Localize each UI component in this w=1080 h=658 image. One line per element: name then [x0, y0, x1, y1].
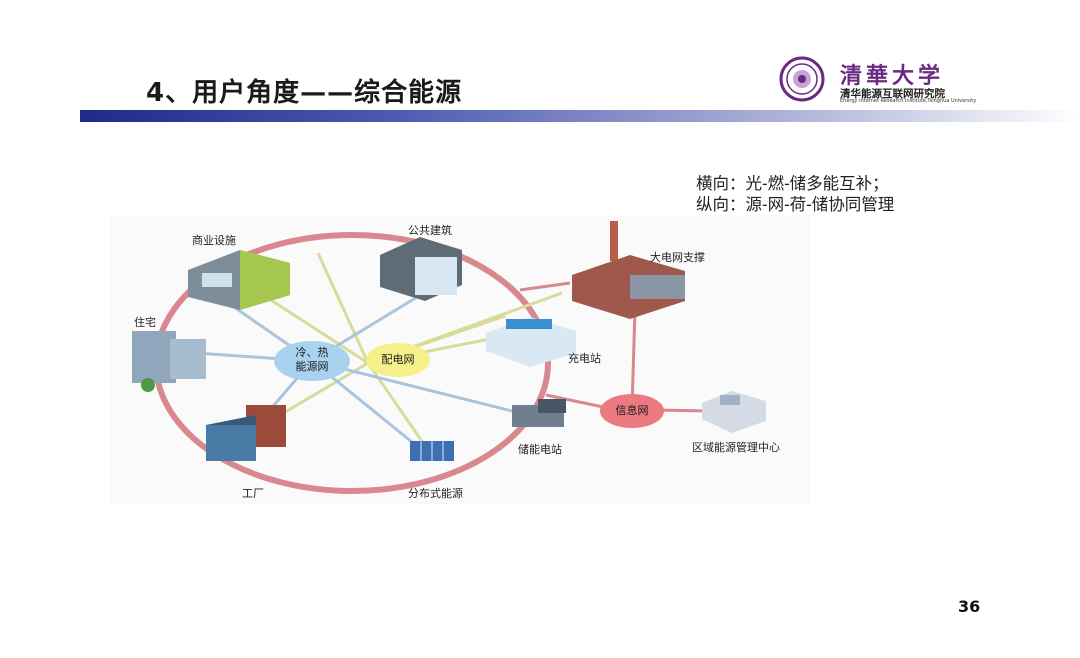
- label-distributed: 分布式能源: [408, 487, 463, 500]
- label-residential: 住宅: [134, 316, 156, 329]
- charging-station-icon: [486, 317, 576, 367]
- label-public: 公共建筑: [408, 224, 452, 237]
- public-building-icon: [380, 237, 462, 301]
- integrated-energy-diagram: 冷、热 能源网 配电网 信息网 商业设施 公共建筑 大电网支撑 住宅 充电站 储…: [110, 215, 810, 515]
- solar-panels-icon: [410, 441, 454, 461]
- distribution-hub: [366, 343, 430, 377]
- power-plant-icon: [572, 221, 685, 319]
- note-horizontal: 横向：光-燃-储多能互补；: [696, 174, 889, 193]
- label-control-center: 区域能源管理中心: [692, 441, 780, 454]
- label-commercial: 商业设施: [192, 234, 236, 247]
- hub-cooling-heating-label: 冷、热 能源网: [282, 346, 342, 374]
- information-hub: [600, 394, 664, 428]
- storage-station-icon: [512, 399, 566, 427]
- factory-icon: [206, 405, 286, 461]
- note-vertical: 纵向：源-网-荷-储协同管理: [696, 195, 895, 214]
- hub-cooling-heating-line1: 冷、热: [295, 346, 329, 359]
- label-factory: 工厂: [242, 487, 264, 500]
- residential-building-icon: [132, 331, 206, 392]
- page-number: 36: [958, 597, 981, 616]
- institute-name: 清华能源互联网研究院: [840, 88, 945, 100]
- hub-information-label: 信息网: [615, 404, 649, 417]
- institute-english-name: Energy Internet Research Institute,Tsing…: [840, 98, 977, 104]
- hub-distribution-label: 配电网: [381, 353, 415, 366]
- university-name: 清華大学: [840, 63, 945, 89]
- hub-cooling-heating-line2: 能源网: [295, 360, 329, 373]
- diagram-graphic: [110, 215, 810, 505]
- university-seal-icon: [779, 56, 825, 102]
- control-center-icon: [702, 391, 766, 433]
- title-underline-bar: [80, 110, 1080, 122]
- commercial-building-icon: [188, 250, 290, 310]
- label-storage: 储能电站: [518, 443, 562, 456]
- label-charging: 充电站: [568, 352, 601, 365]
- label-grid-support: 大电网支撑: [650, 251, 705, 264]
- slide-title: 4、用户角度——综合能源: [146, 78, 463, 108]
- cooling-heating-hub: [274, 341, 350, 381]
